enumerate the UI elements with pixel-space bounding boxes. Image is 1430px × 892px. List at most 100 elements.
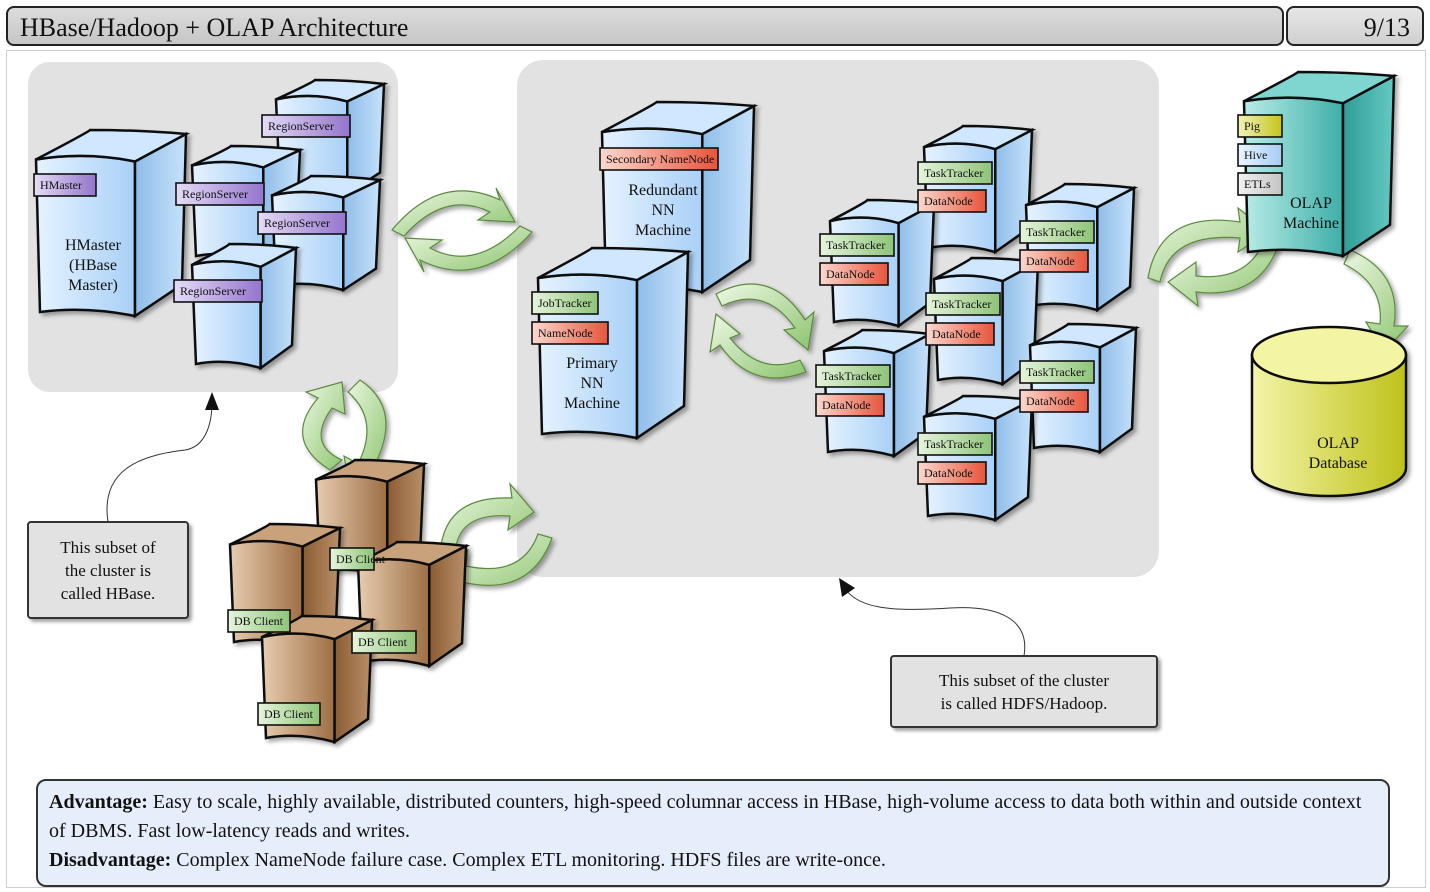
etls-tag: ETLs: [1237, 172, 1283, 196]
hmaster-tag-label: HMaster: [40, 178, 82, 192]
hbase-callout-arrowhead: [205, 392, 219, 410]
datanode-tag: DataNode: [815, 393, 885, 417]
title-bar: HBase/Hadoop + OLAP Architecture: [6, 6, 1284, 46]
database-top: [1250, 325, 1408, 385]
namenode-tag: NameNode: [531, 321, 609, 345]
server-top: [261, 614, 377, 641]
server-top: [823, 328, 935, 355]
region-server-tag: RegionServer: [261, 114, 351, 138]
sync-arrow-icon: [391, 187, 517, 237]
db-client-tag: DB Client: [351, 630, 417, 654]
jobtracker-tag-label: JobTracker: [538, 296, 592, 310]
hbase-servers: [34, 78, 389, 371]
sync-arrow-icon: [403, 225, 533, 273]
tags-layer: RegionServerRegionServerRegionServerRegi…: [33, 114, 1283, 726]
db-client-tag: DB Client: [257, 702, 321, 726]
server-top: [923, 124, 1037, 151]
region-server-tag-box: [175, 182, 265, 206]
sync-arrow-icon: [302, 381, 346, 471]
datanode-tag-box: [917, 189, 987, 213]
datanode-tag-label: DataNode: [822, 398, 871, 412]
db-client-tag-box: [351, 630, 417, 654]
server-top: [829, 198, 939, 225]
db-client-tag-label: DB Client: [336, 552, 386, 566]
server-top: [275, 78, 389, 103]
callout-line: This subset of: [60, 538, 156, 557]
tasktracker-tag: TaskTracker: [925, 292, 1001, 316]
datanode-tag: DataNode: [917, 461, 987, 485]
pig-tag-box: [1237, 114, 1283, 138]
tasktracker-tag-label: TaskTracker: [1026, 365, 1085, 379]
page-number: 9/13: [1363, 13, 1410, 42]
olap-database-label: Database: [1309, 455, 1368, 472]
datanode-tag-label: DataNode: [1026, 394, 1075, 408]
hmaster-tag-box: [33, 173, 97, 197]
advantage-text: Easy to scale, highly available, distrib…: [49, 791, 1362, 842]
server-top: [933, 256, 1043, 283]
sync-arrow-icon: [439, 482, 535, 561]
tasktracker-tag-label: TaskTracker: [1026, 225, 1085, 239]
db-client-tag-label: DB Client: [358, 635, 408, 649]
redundant-nn-label: Redundant: [628, 182, 698, 199]
data-node-server-icon: [922, 394, 1037, 523]
db-client-tag-label: DB Client: [264, 707, 314, 721]
datanode-tag-box: [925, 322, 995, 346]
server-side: [1341, 73, 1396, 259]
secondary-namenode-tag-box: [599, 147, 719, 171]
sync-arrow-icon: [1167, 235, 1281, 308]
tasktracker-tag-box: [819, 233, 895, 257]
database-body: [1250, 353, 1408, 498]
datanode-tag: DataNode: [1019, 249, 1089, 273]
region-server-tag: RegionServer: [173, 279, 263, 303]
tasktracker-tag: TaskTracker: [1019, 220, 1095, 244]
server-top: [357, 540, 471, 567]
summary-box: Advantage: Easy to scale, highly availab…: [36, 779, 1390, 887]
region-server-tag-label: RegionServer: [268, 119, 334, 133]
tasktracker-tag-box: [1019, 220, 1095, 244]
hbase-callout-pointer: [106, 401, 213, 523]
advantage-label: Advantage:: [49, 791, 148, 813]
disadvantage-text: Complex NameNode failure case. Complex E…: [171, 849, 886, 871]
tasktracker-tag-box: [917, 432, 993, 456]
datanode-tag-label: DataNode: [924, 466, 973, 480]
region-server-tag: RegionServer: [175, 182, 265, 206]
server-top: [191, 242, 301, 269]
tasktracker-tag: TaskTracker: [1019, 360, 1095, 384]
db-client-tag-box: [227, 609, 291, 633]
labels-layer: HMaster(HBaseMaster)RedundantNNMachinePr…: [65, 182, 1367, 472]
server-side: [428, 543, 468, 669]
tasktracker-tag-box: [815, 364, 891, 388]
region-server-tag-box: [257, 211, 347, 235]
region-server-tag-label: RegionServer: [264, 216, 330, 230]
jobtracker-tag-box: [531, 291, 599, 315]
datanode-tag-box: [1019, 389, 1089, 413]
server-top: [537, 246, 693, 282]
datanode-tag: DataNode: [917, 189, 987, 213]
hmaster-label: Master): [68, 277, 118, 294]
tasktracker-tag-label: TaskTracker: [932, 297, 991, 311]
slide-frame: [6, 50, 1426, 888]
db-client-tag-box: [257, 702, 321, 726]
hive-tag-label: Hive: [1244, 148, 1267, 162]
redundant-nn-label: NN: [651, 202, 675, 219]
arrows-layer: [302, 187, 1410, 598]
disadvantage-label: Disadvantage:: [49, 849, 172, 871]
namenode-tag-label: NameNode: [538, 326, 593, 340]
olap-database-icon: [1250, 325, 1408, 498]
hive-tag: Hive: [1237, 143, 1283, 167]
datanode-tag-box: [815, 393, 885, 417]
primary-nn-label: NN: [580, 375, 604, 392]
tasktracker-tag-box: [925, 292, 1001, 316]
callout-line: is called HDFS/Hadoop.: [940, 694, 1108, 713]
server-top: [601, 100, 759, 136]
tasktracker-tag-label: TaskTracker: [924, 437, 983, 451]
hmaster-label: HMaster: [65, 237, 122, 254]
server-front: [190, 259, 262, 370]
secondary-namenode-tag-label: Secondary NameNode: [606, 152, 714, 166]
advantage-paragraph: Advantage: Easy to scale, highly availab…: [49, 788, 1377, 846]
tasktracker-tag-label: TaskTracker: [826, 238, 885, 252]
server-top: [1243, 70, 1399, 105]
datanode-tag-label: DataNode: [932, 327, 981, 341]
sync-arrow-icon: [1343, 249, 1410, 353]
